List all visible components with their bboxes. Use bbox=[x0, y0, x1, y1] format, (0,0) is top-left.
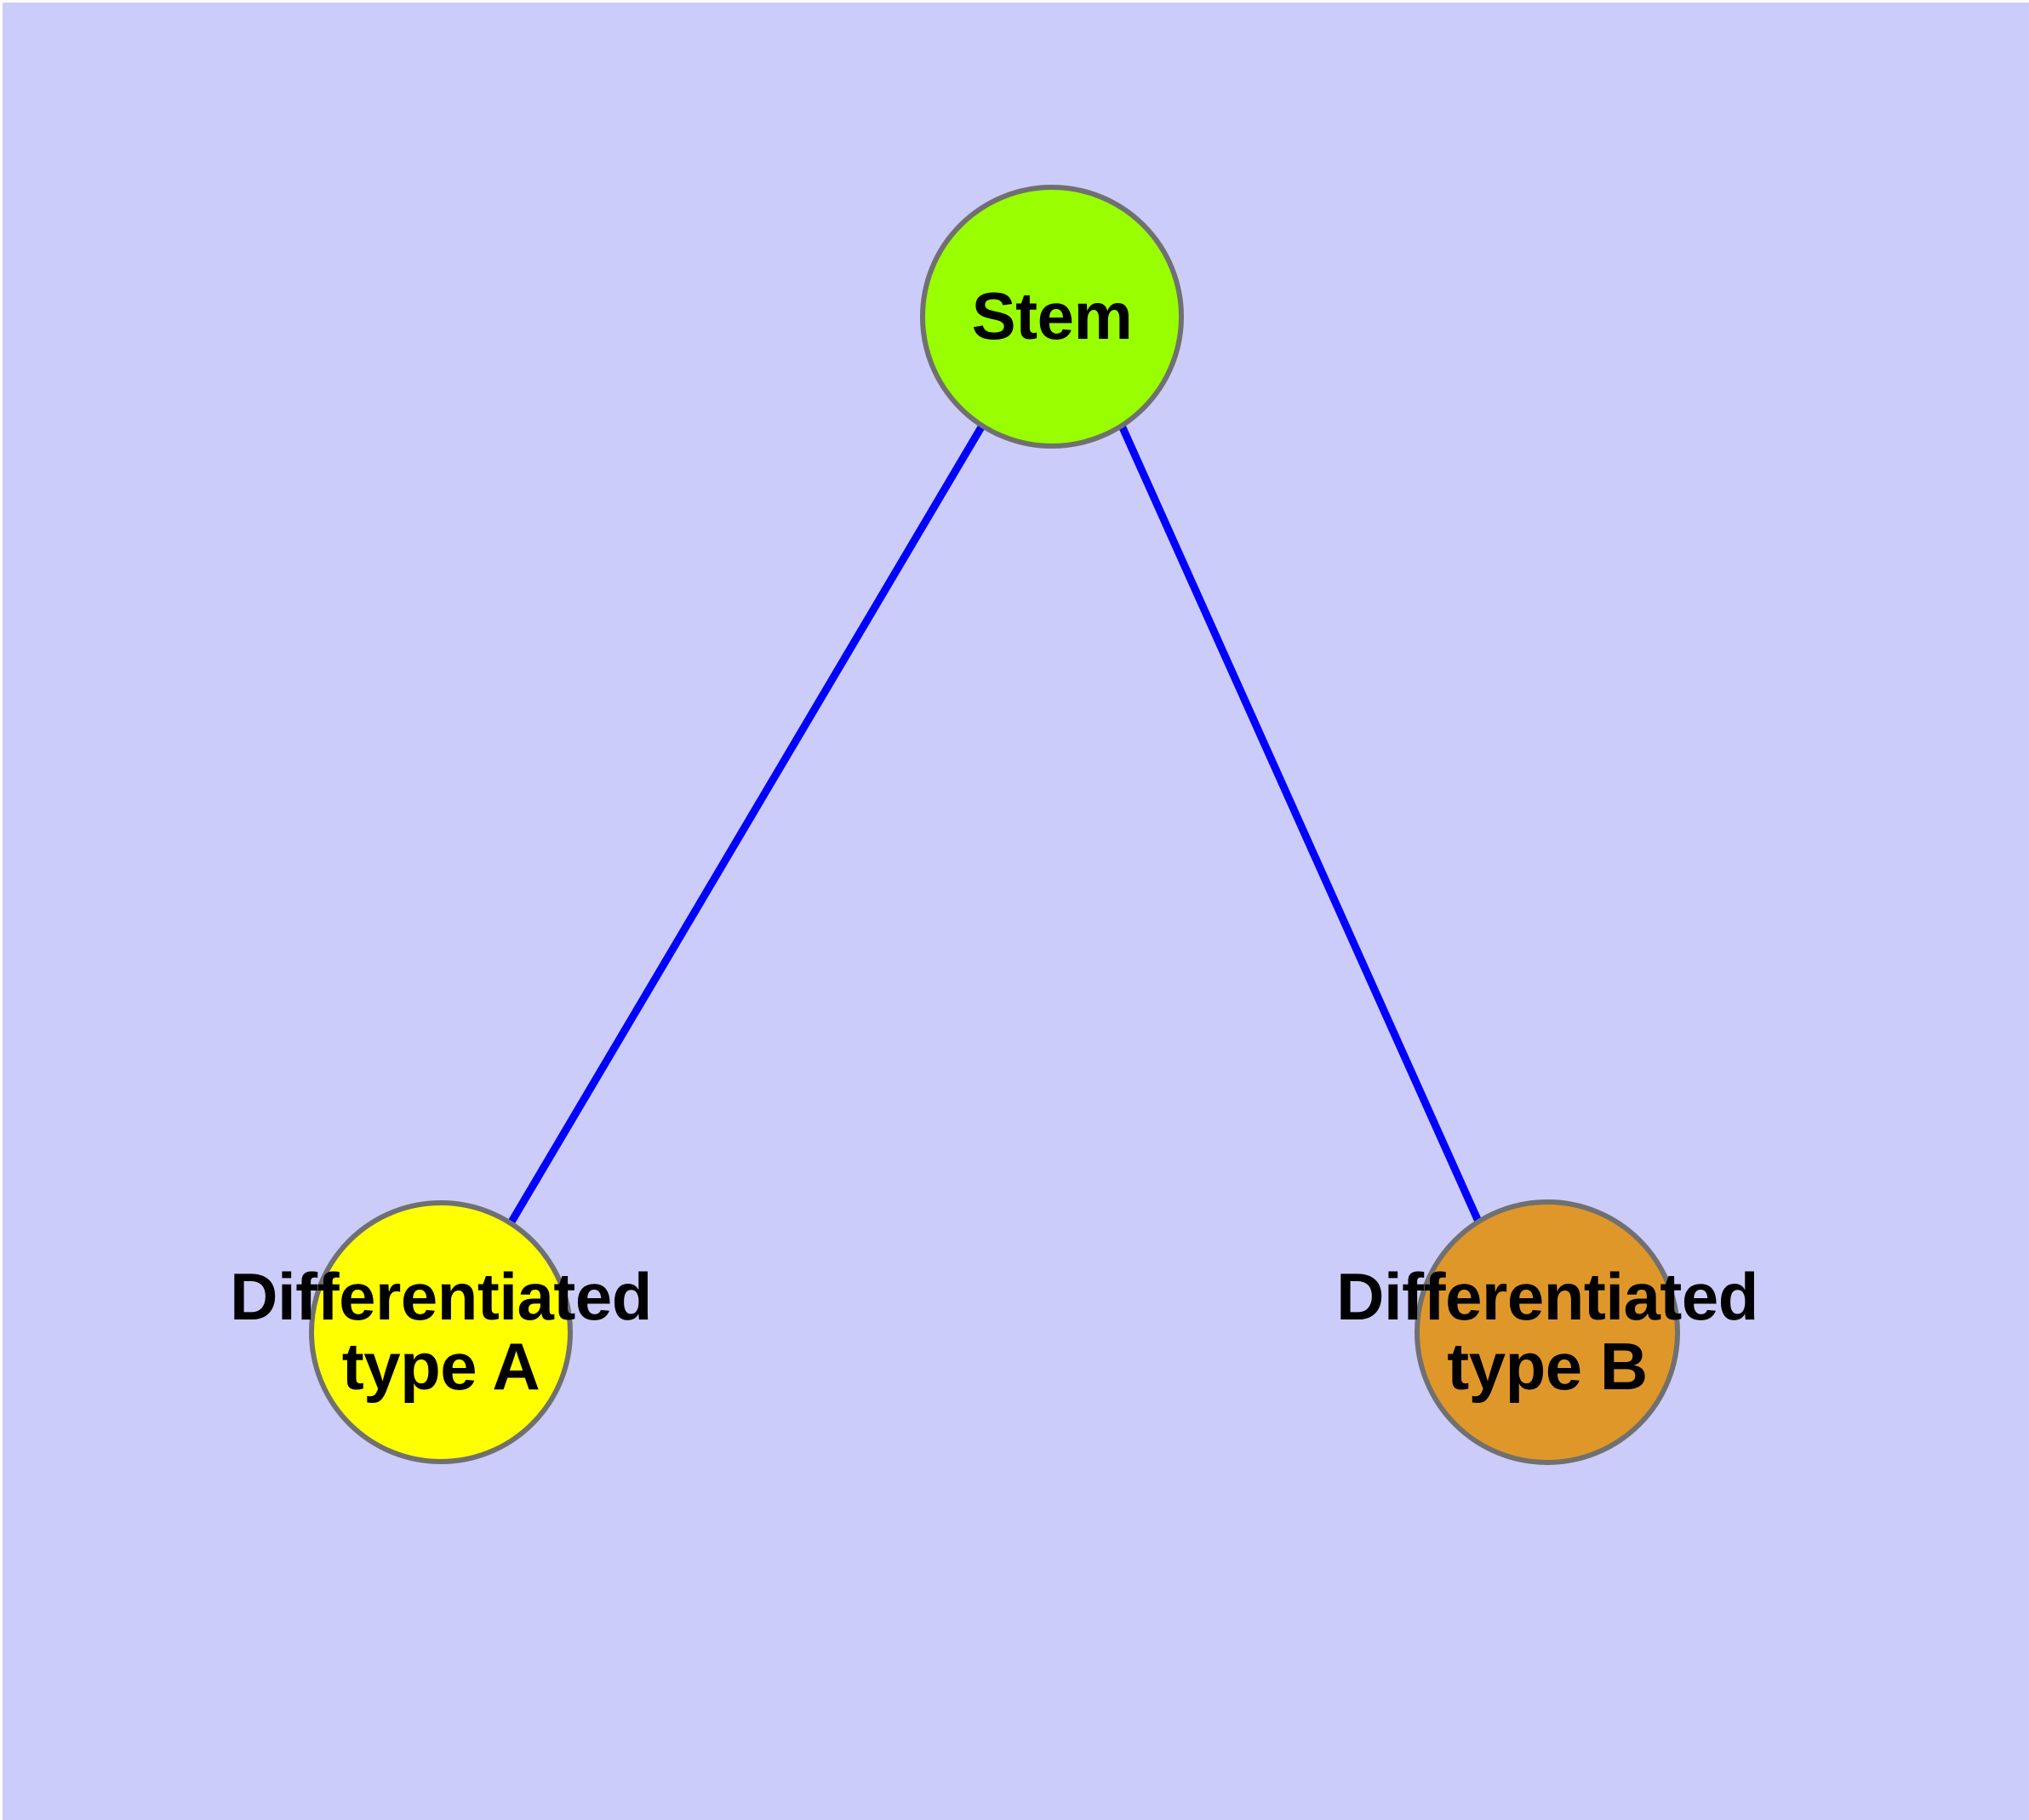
graph-node-diff-b[interactable] bbox=[1415, 1199, 1680, 1465]
graph-edge-stem-to-diff-a[interactable] bbox=[507, 423, 986, 1226]
node-layer bbox=[309, 185, 1680, 1465]
edge-layer bbox=[507, 423, 1483, 1226]
graph-node-stem[interactable] bbox=[920, 185, 1184, 449]
graph-node-diff-a[interactable] bbox=[309, 1200, 573, 1464]
graph-edge-stem-to-diff-b[interactable] bbox=[1117, 424, 1483, 1225]
